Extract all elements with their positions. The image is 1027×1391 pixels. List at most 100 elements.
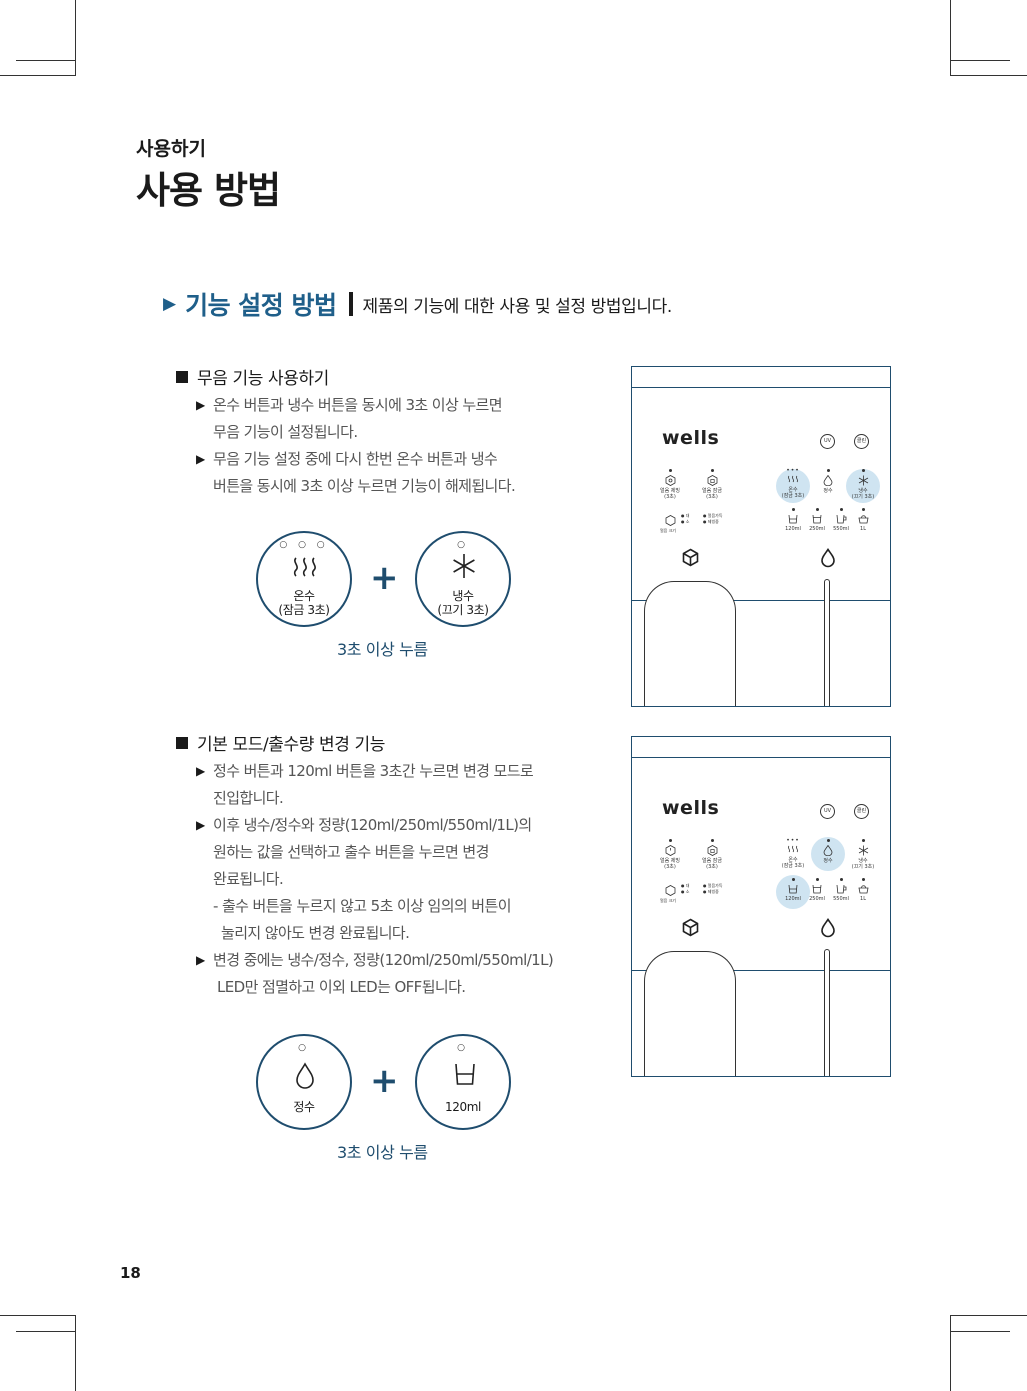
plus-icon: + (370, 558, 399, 598)
bullet-note: - 출수 버튼을 누르지 않고 5초 이상 임의의 버튼이 (213, 897, 512, 915)
list-item: ▶ 정수 버튼과 120ml 버튼을 3초간 누르면 변경 모드로 진입합니다. (196, 758, 616, 812)
led (826, 469, 830, 472)
pot-icon (858, 885, 868, 894)
vol-120-label: 120ml (785, 526, 801, 532)
hot-label: 온수 (788, 487, 798, 493)
drop-icon (823, 475, 833, 486)
crop-mark (0, 75, 76, 76)
mode-bullets: ▶ 정수 버튼과 120ml 버튼을 3초간 누르면 변경 모드로 진입합니다.… (196, 758, 616, 1001)
triangle-icon: ▶ (196, 452, 205, 466)
led-dots: ○ ○ ○ (279, 540, 329, 550)
crop-mark (75, 1315, 76, 1391)
crop-mark (950, 1315, 951, 1391)
press-caption: 3초 이상 누름 (337, 640, 428, 659)
water-dispense-icon (821, 548, 835, 568)
divider (632, 757, 890, 758)
ice-dispense-icon (682, 548, 699, 567)
bullet-line: 원하는 값을 선택하고 출수 버튼을 누르면 변경 (213, 843, 489, 861)
purified-label: 정수 (823, 858, 833, 864)
divider (348, 292, 353, 316)
cold-sub: (끄기 3초) (851, 494, 875, 500)
hot-label: 온수 (293, 589, 315, 603)
bullet-line: 무음 기능이 설정됩니다. (213, 423, 358, 441)
hot-label: 온수 (788, 857, 798, 863)
cold-water-button-illustration: ○ 냉수 (끄기 3초) (415, 531, 511, 627)
vol-120-button-illustration: ○ 120ml (415, 1034, 511, 1130)
crop-mark (950, 60, 1010, 61)
led: ••• (786, 837, 800, 844)
ice-full-indicator: ● 얼음가득 (703, 513, 723, 518)
ice-lock-label: 얼음 잠금 (702, 858, 722, 864)
highlight-ring (811, 837, 845, 871)
size-big-label: 대 (685, 513, 690, 518)
hot-sub: (잠금 3초) (781, 863, 805, 869)
led-dots: ○ (457, 540, 469, 550)
drop-icon (296, 1062, 314, 1089)
vol-250-label: 250ml (809, 526, 825, 532)
triangle-icon: ▶ (163, 294, 177, 314)
size-big: ● 대 (681, 883, 690, 888)
size-small-label: 소 (685, 889, 690, 894)
cup-small-icon (788, 884, 798, 894)
bullet-line: 변경 중에는 냉수/정수, 정량(120ml/250ml/550ml/1L) (213, 951, 554, 969)
hot-water-button: ••• 온수 (잠금 3초) (773, 837, 813, 870)
ice-ing-indicator: ● 제빙중 (703, 519, 719, 524)
size-small: ● 소 (681, 519, 690, 524)
purified-water-button: 정수 (808, 839, 848, 864)
ice-lock-sub: (3초) (706, 864, 718, 870)
steam-icon (293, 557, 316, 577)
vol-1l-button: 1L (843, 878, 883, 902)
cold-water-button: 냉수 (끄기 3초) (843, 469, 883, 500)
led (839, 508, 843, 511)
led (710, 839, 714, 842)
cold-water-button: 냉수 (끄기 3초) (843, 839, 883, 870)
led (861, 839, 865, 842)
bullet-line: 완료됩니다. (213, 870, 284, 888)
ice-full-indicator: ● 얼음가득 (703, 883, 723, 888)
water-nozzle (824, 579, 830, 706)
bullet-line: 온수 버튼과 냉수 버튼을 동시에 3초 이상 누르면 (213, 396, 503, 414)
crop-mark (16, 1331, 76, 1332)
list-item: ▶ 온수 버튼과 냉수 버튼을 동시에 3초 이상 누르면 무음 기능이 설정됩… (196, 392, 616, 446)
led (826, 839, 830, 842)
ice-lock-button: 얼음 잠금 (3초) (692, 839, 732, 870)
led (791, 878, 795, 881)
divider (632, 600, 890, 601)
bullet-line: 버튼을 동시에 3초 이상 누르면 기능이 해제됩니다. (213, 477, 516, 495)
clean-button: 클린 (854, 804, 869, 819)
led (710, 469, 714, 472)
ice-lock-sub: (3초) (706, 494, 718, 500)
purified-button-illustration: ○ 정수 (256, 1034, 352, 1130)
ice-size-icon (665, 885, 676, 896)
vol-1l-label: 1L (860, 526, 866, 532)
vol-250-button: 250ml (797, 878, 837, 902)
press-caption: 3초 이상 누름 (337, 1143, 428, 1162)
cup-medium-icon (812, 884, 822, 894)
page-number: 18 (120, 1264, 141, 1282)
page-kicker: 사용하기 (136, 138, 206, 160)
mute-heading-text: 무음 기능 사용하기 (197, 369, 329, 389)
led (861, 508, 865, 511)
mute-bullets: ▶ 온수 버튼과 냉수 버튼을 동시에 3초 이상 누르면 무음 기능이 설정됩… (196, 392, 616, 500)
led: ••• (786, 467, 800, 474)
ice-door (644, 581, 736, 706)
steam-icon (788, 475, 798, 483)
snowflake-icon (858, 845, 868, 856)
highlight-ring (846, 469, 880, 503)
triangle-icon: ▶ (196, 953, 205, 967)
power-icon (665, 845, 675, 856)
mute-heading: 무음 기능 사용하기 (176, 364, 329, 389)
vol-1l-label: 1L (860, 896, 866, 902)
page-title: 사용 방법 (136, 169, 281, 212)
control-panel-illustration: wells UV 클린 얼음 제빙 (3초) 얼음 잠금 (3초) ••• 온수… (631, 736, 891, 1077)
ice-full-label: 얼음가득 (707, 883, 723, 888)
purified-label: 정수 (823, 488, 833, 494)
led-dots: ○ (457, 1043, 469, 1053)
steam-icon (788, 845, 798, 853)
ice-make-button: 얼음 제빙 (3초) (650, 839, 690, 870)
lock-icon (707, 475, 717, 486)
ice-ing-label: 제빙중 (707, 519, 719, 524)
purified-water-button: 정수 (808, 469, 848, 494)
list-item: ▶ 변경 중에는 냉수/정수, 정량(120ml/250ml/550ml/1L)… (196, 947, 616, 1001)
cup-icon (455, 1063, 475, 1085)
